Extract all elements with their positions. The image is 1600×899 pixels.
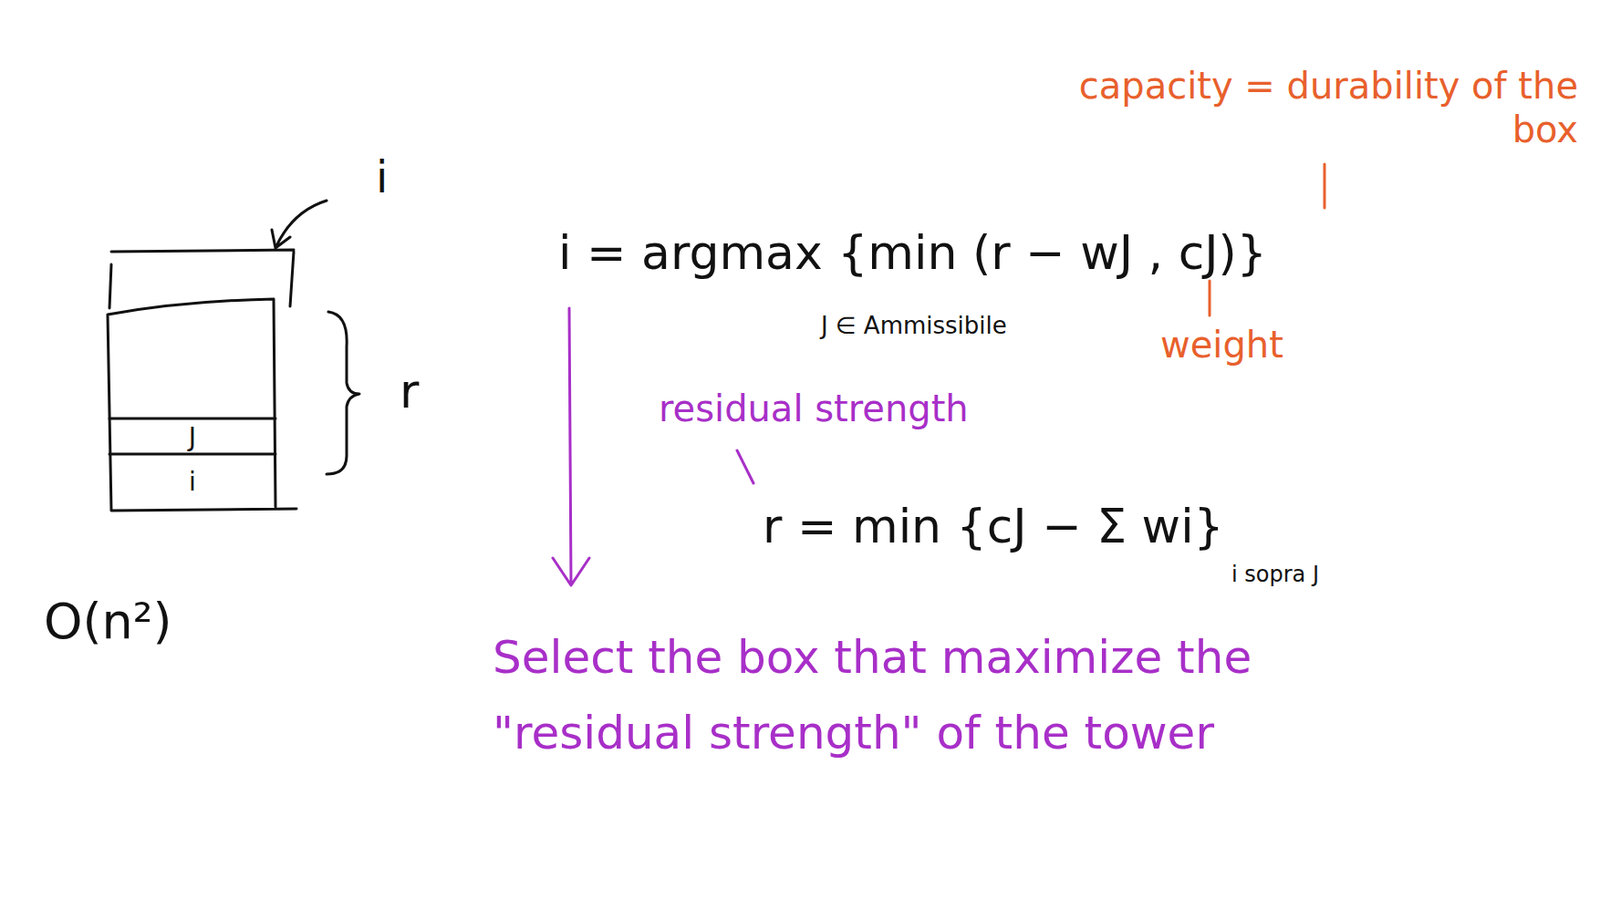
leader-line: [1323, 164, 1327, 208]
stack-band: i: [111, 455, 274, 509]
note: Select the box that maximize the "residu…: [492, 620, 1405, 771]
pointer-arrow: [271, 200, 327, 249]
subscript: J ∈ Ammissibile: [820, 311, 1008, 341]
bracket: [326, 311, 360, 475]
complexity: O(n²): [43, 592, 173, 653]
formula: r = min {cJ − Σ wi}: [762, 498, 1225, 555]
formula: i = argmax {min (r − wJ , cJ)}: [558, 224, 1268, 281]
stack-band: J: [111, 419, 274, 455]
band-label: i: [188, 467, 197, 498]
leader-line: [1208, 280, 1212, 316]
annotation: residual strength: [658, 386, 969, 431]
bracket-label: r: [399, 363, 419, 420]
annotation: capacity = durability of the box: [1076, 63, 1579, 152]
purple-arrow: [552, 308, 590, 586]
pointer-label: i: [375, 151, 388, 205]
annotation: weight: [1160, 322, 1284, 367]
subscript: i sopra J: [1231, 561, 1320, 589]
band-lines: [109, 418, 276, 455]
leader-line: [737, 450, 754, 484]
tower-body: [107, 299, 297, 511]
band-label: J: [188, 422, 197, 453]
